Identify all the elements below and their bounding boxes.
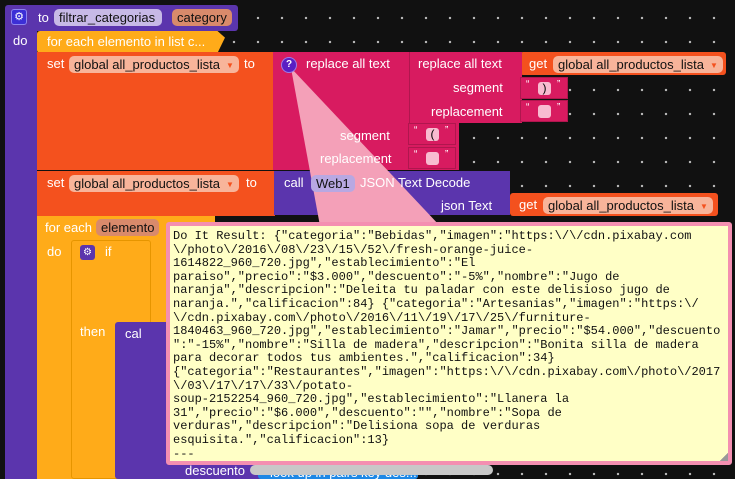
text-block-empty[interactable]: “” <box>520 100 568 122</box>
result-line: paraiso","precio":"$3.000","descuento":"… <box>173 269 620 284</box>
horizontal-scrollbar[interactable] <box>250 465 493 475</box>
result-line: 1614822_960_720.jpg","establecimiento":"… <box>173 256 476 271</box>
result-line: naranja.","calificacion":84} {"categoria… <box>173 297 699 311</box>
result-line: \/cdn.pixabay.com\/photo\/2016\/11\/19\/… <box>173 310 591 325</box>
text-block-close-paren[interactable]: “)” <box>520 77 568 99</box>
keyword-do: do <box>13 33 28 48</box>
loop-variable[interactable]: elemento <box>96 219 160 236</box>
variable-name: global all_productos_lista <box>74 176 220 191</box>
dropdown-arrow-icon: ▼ <box>699 202 708 211</box>
call-keyword: call <box>284 175 304 190</box>
get-keyword: get <box>519 197 538 212</box>
text-block-empty[interactable]: “” <box>408 147 456 169</box>
result-line: 1840463_960_720.jpg","establecimiento":"… <box>173 324 721 339</box>
variable-name: global all_productos_lista <box>548 198 694 213</box>
for-each-do: do <box>47 244 62 259</box>
inner-replacement-label: replacement <box>431 104 503 119</box>
variable-dropdown[interactable]: global all_productos_lista ▼ <box>69 175 239 192</box>
dropdown-arrow-icon: ▼ <box>225 61 234 70</box>
for-each-label: for each <box>45 220 92 235</box>
do-it-result-bubble: Do It Result: {"categoria":"Bebidas","im… <box>166 222 732 465</box>
result-line: ":"-15%","nombre":"Silla de madera","des… <box>173 337 699 352</box>
for-each-collapsed-label: for each elemento in list c... <box>47 34 206 49</box>
get-variable-dropdown[interactable]: global all_productos_lista ▼ <box>543 197 713 214</box>
replace-inner-label: replace all text <box>418 56 502 71</box>
result-line: \/03\/17\/17\/33\/potato- <box>173 378 354 393</box>
result-line: verduras","descripcion":"Delisiona sopa … <box>173 419 541 434</box>
for-each-collapsed-block[interactable] <box>37 31 225 53</box>
text-value[interactable] <box>538 105 551 118</box>
procedure-body <box>5 28 37 479</box>
json-text-label: json Text <box>441 198 493 213</box>
get-variable-dropdown[interactable]: global all_productos_lista ▼ <box>553 56 723 73</box>
replace-outer-label: replace all text <box>306 56 390 71</box>
text-value[interactable]: ) <box>538 82 551 95</box>
param-category[interactable]: category <box>172 9 232 26</box>
component-name[interactable]: Web1 <box>311 175 355 192</box>
text-block-open-paren[interactable]: “(” <box>408 123 456 145</box>
result-line: --- <box>173 446 195 461</box>
if-label: if <box>105 244 112 259</box>
result-line: naranja","descripcion":"Deleita tu palad… <box>173 283 670 298</box>
descuento-label: descuento <box>185 463 245 478</box>
method-name: JSON Text Decode <box>360 175 471 190</box>
set-keyword: set <box>47 175 65 190</box>
result-line: Do It Result: {"categoria":"Bebidas","im… <box>173 229 692 243</box>
variable-name: global all_productos_lista <box>74 57 220 72</box>
replace-all-text-inner[interactable] <box>409 52 522 123</box>
result-line: para decorar todos tus ambientes.","cali… <box>173 351 555 366</box>
variable-name: global all_productos_lista <box>558 57 704 72</box>
outer-replacement-label: replacement <box>320 151 392 166</box>
keyword-to: to <box>38 10 49 25</box>
resize-handle-icon[interactable] <box>720 453 728 461</box>
result-line: \/photo\/2016\/08\/23\/15\/52\/fresh-ora… <box>173 242 534 257</box>
gear-icon[interactable]: ⚙ <box>80 245 95 260</box>
call-label: cal <box>125 326 142 341</box>
variable-dropdown[interactable]: global all_productos_lista ▼ <box>69 56 239 73</box>
dropdown-arrow-icon: ▼ <box>709 61 718 70</box>
inner-segment-label: segment <box>453 80 503 95</box>
result-line: 31","precio":"$6.000","descuento":"","no… <box>173 405 562 420</box>
text-value[interactable] <box>426 152 439 165</box>
result-line: esquisita.","calificacion":13} <box>173 433 390 447</box>
set-keyword: set <box>47 56 65 71</box>
to-keyword: to <box>246 175 257 190</box>
get-keyword: get <box>529 56 548 71</box>
text-value[interactable]: ( <box>426 128 439 141</box>
dropdown-arrow-icon: ▼ <box>225 180 234 189</box>
gear-icon[interactable]: ⚙ <box>11 9 27 25</box>
procedure-name-field[interactable]: filtrar_categorias <box>54 9 162 26</box>
to-keyword: to <box>244 56 255 71</box>
result-line: {"categoria":"Restaurantes","imagen":"ht… <box>173 365 721 379</box>
result-line: soup-2152254_960_720.jpg","establecimien… <box>173 392 570 407</box>
outer-segment-label: segment <box>340 128 390 143</box>
question-icon[interactable]: ? <box>281 57 297 73</box>
then-label: then <box>80 324 106 339</box>
